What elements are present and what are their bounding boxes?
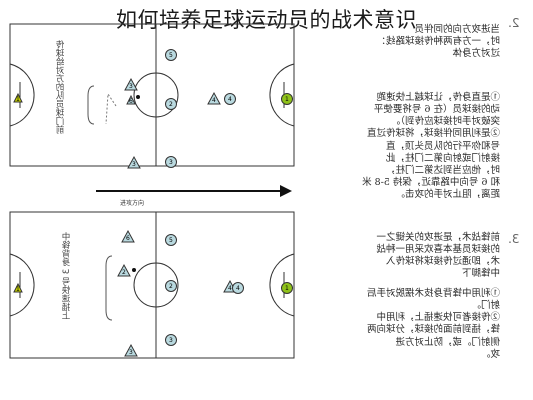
player-marker: 2: [117, 263, 136, 277]
arrow-caption: 进攻方向: [120, 200, 145, 207]
right-penalty-arc: [269, 253, 295, 317]
svg-text:6: 6: [129, 98, 133, 105]
section-title: 当进攻方向的同伴员 时，一方有两种传接球路线： 过对方身体: [376, 24, 500, 60]
player-marker: 1: [13, 282, 23, 293]
svg-text:1: 1: [285, 285, 289, 292]
section-body: ①利用中锋背身技术摆脱对手后 射门。 ②传接者可快速插上，利用中 锋，插到前面的…: [366, 288, 500, 360]
center-circle: [133, 262, 179, 308]
section-title: 前锋战术，是进攻的关键之一 的接球员基本喜欢采用一种战 术，即通过传接球将球传入…: [376, 232, 500, 280]
direction-arrow: [96, 185, 292, 197]
field-boundary: [9, 23, 295, 167]
svg-text:4: 4: [212, 97, 216, 104]
svg-text:3: 3: [132, 161, 136, 168]
player-marker: 4 4: [223, 279, 244, 294]
lower-side-note: 中锋背身 3 号快速插上: [62, 232, 72, 320]
player-marker: 3: [127, 155, 141, 169]
center-circle: [133, 72, 179, 118]
section-number: 3.: [508, 232, 520, 246]
support-bracket-2: [105, 92, 117, 125]
player-marker: 1: [13, 92, 23, 103]
svg-text:1: 1: [16, 96, 20, 103]
svg-text:3: 3: [169, 337, 173, 344]
field-boundary: [9, 211, 295, 359]
player-marker: 3: [165, 156, 177, 168]
player-marker: 6: [126, 94, 140, 105]
svg-text:4: 4: [236, 285, 240, 292]
svg-text:4: 4: [228, 285, 232, 292]
svg-text:3: 3: [169, 159, 173, 166]
support-bracket: [105, 255, 113, 321]
svg-text:3: 3: [129, 349, 133, 356]
left-penalty-arc: [9, 63, 35, 127]
player-marker: 4 4: [207, 91, 236, 105]
section-number: 2.: [508, 16, 520, 30]
svg-text:3: 3: [129, 83, 133, 90]
lower-field: 1 6 2 3 5 2 3 4 4: [9, 211, 295, 359]
svg-text:5: 5: [169, 237, 173, 244]
left-penalty-arc: [9, 253, 35, 317]
svg-text:1: 1: [285, 96, 289, 103]
player-marker: 5: [165, 234, 177, 246]
player-marker: 3: [124, 343, 138, 357]
player-marker: 3: [124, 77, 138, 91]
player-marker: 1: [281, 93, 293, 105]
player-marker: 1: [281, 282, 293, 294]
svg-text:2: 2: [122, 269, 126, 276]
svg-text:5: 5: [169, 52, 173, 59]
support-bracket: [87, 85, 95, 125]
svg-text:6: 6: [126, 235, 130, 242]
player-marker: 2: [165, 280, 177, 292]
player-marker: 6: [121, 229, 135, 243]
upper-field: 1 3 6 3 5 2 3 4 4: [9, 23, 295, 169]
section-body: ①是直身传，让球越上快速跑 动的接球员（在 6 号将要使平 突破对手时接球应传到…: [362, 92, 500, 201]
svg-text:4: 4: [228, 96, 232, 103]
svg-text:2: 2: [169, 283, 173, 290]
player-marker: 2: [165, 98, 177, 110]
upper-side-note: 传球给对方的队员球门前: [56, 40, 66, 134]
headline: 如何培养足球运动员的战术意识: [116, 8, 417, 32]
right-penalty-arc: [269, 63, 295, 127]
player-marker: 5: [165, 49, 177, 61]
svg-text:2: 2: [169, 101, 173, 108]
player-marker: 3: [165, 334, 177, 346]
svg-text:1: 1: [16, 286, 20, 293]
